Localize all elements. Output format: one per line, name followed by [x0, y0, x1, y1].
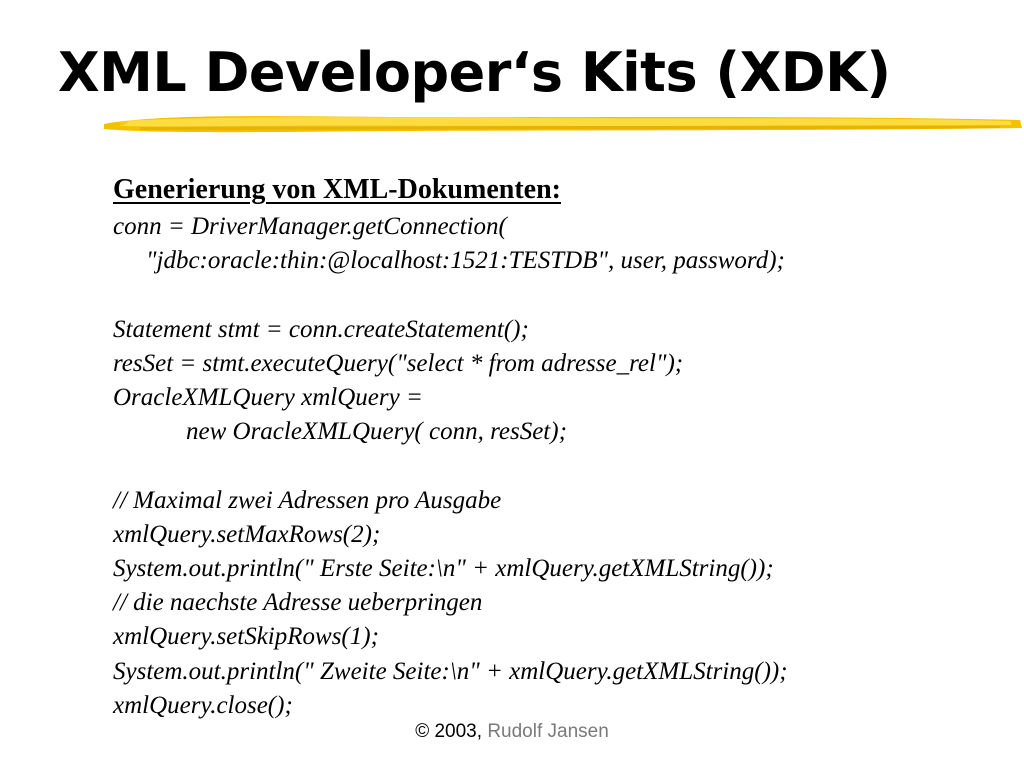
code-line: OracleXMLQuery xmlQuery =: [113, 384, 423, 411]
code-line: xmlQuery.setSkipRows(1);: [113, 623, 379, 651]
footer-author: Rudolf Jansen: [487, 721, 609, 742]
yellow-brush-stroke-decoration: [104, 116, 1022, 133]
code-line: new OracleXMLQuery( conn, resSet);: [186, 418, 567, 446]
code-line: resSet = stmt.executeQuery("select * fro…: [113, 349, 684, 377]
section-heading: Generierung von XML-Dokumenten:: [113, 174, 561, 205]
code-comment-line: // Maximal zwei Adressen pro Ausgabe: [113, 486, 502, 514]
code-line: xmlQuery.setMaxRows(2);: [113, 520, 381, 548]
blank-line: [113, 449, 993, 483]
code-line: xmlQuery.close();: [113, 691, 293, 719]
slide-footer: © 2003, Rudolf Jansen: [0, 720, 1024, 744]
blank-line: [113, 278, 993, 312]
code-comment-line: // die naechste Adresse ueberpringen: [113, 589, 483, 617]
slide-title: XML Developer‘s Kits (XDK): [58, 41, 891, 104]
code-line: "jdbc:oracle:thin:@localhost:1521:TESTDB…: [146, 247, 785, 275]
code-line: Statement stmt = conn.createStatement();: [113, 315, 529, 343]
code-line: System.out.println(" Erste Seite:\n" + x…: [113, 555, 774, 582]
code-line: conn = DriverManager.getConnection(: [113, 213, 507, 240]
slide-content: Generierung von XML-Dokumenten: conn = D…: [113, 170, 993, 723]
code-line: System.out.println(" Zweite Seite:\n" + …: [113, 657, 788, 685]
footer-copyright: © 2003,: [415, 721, 483, 742]
